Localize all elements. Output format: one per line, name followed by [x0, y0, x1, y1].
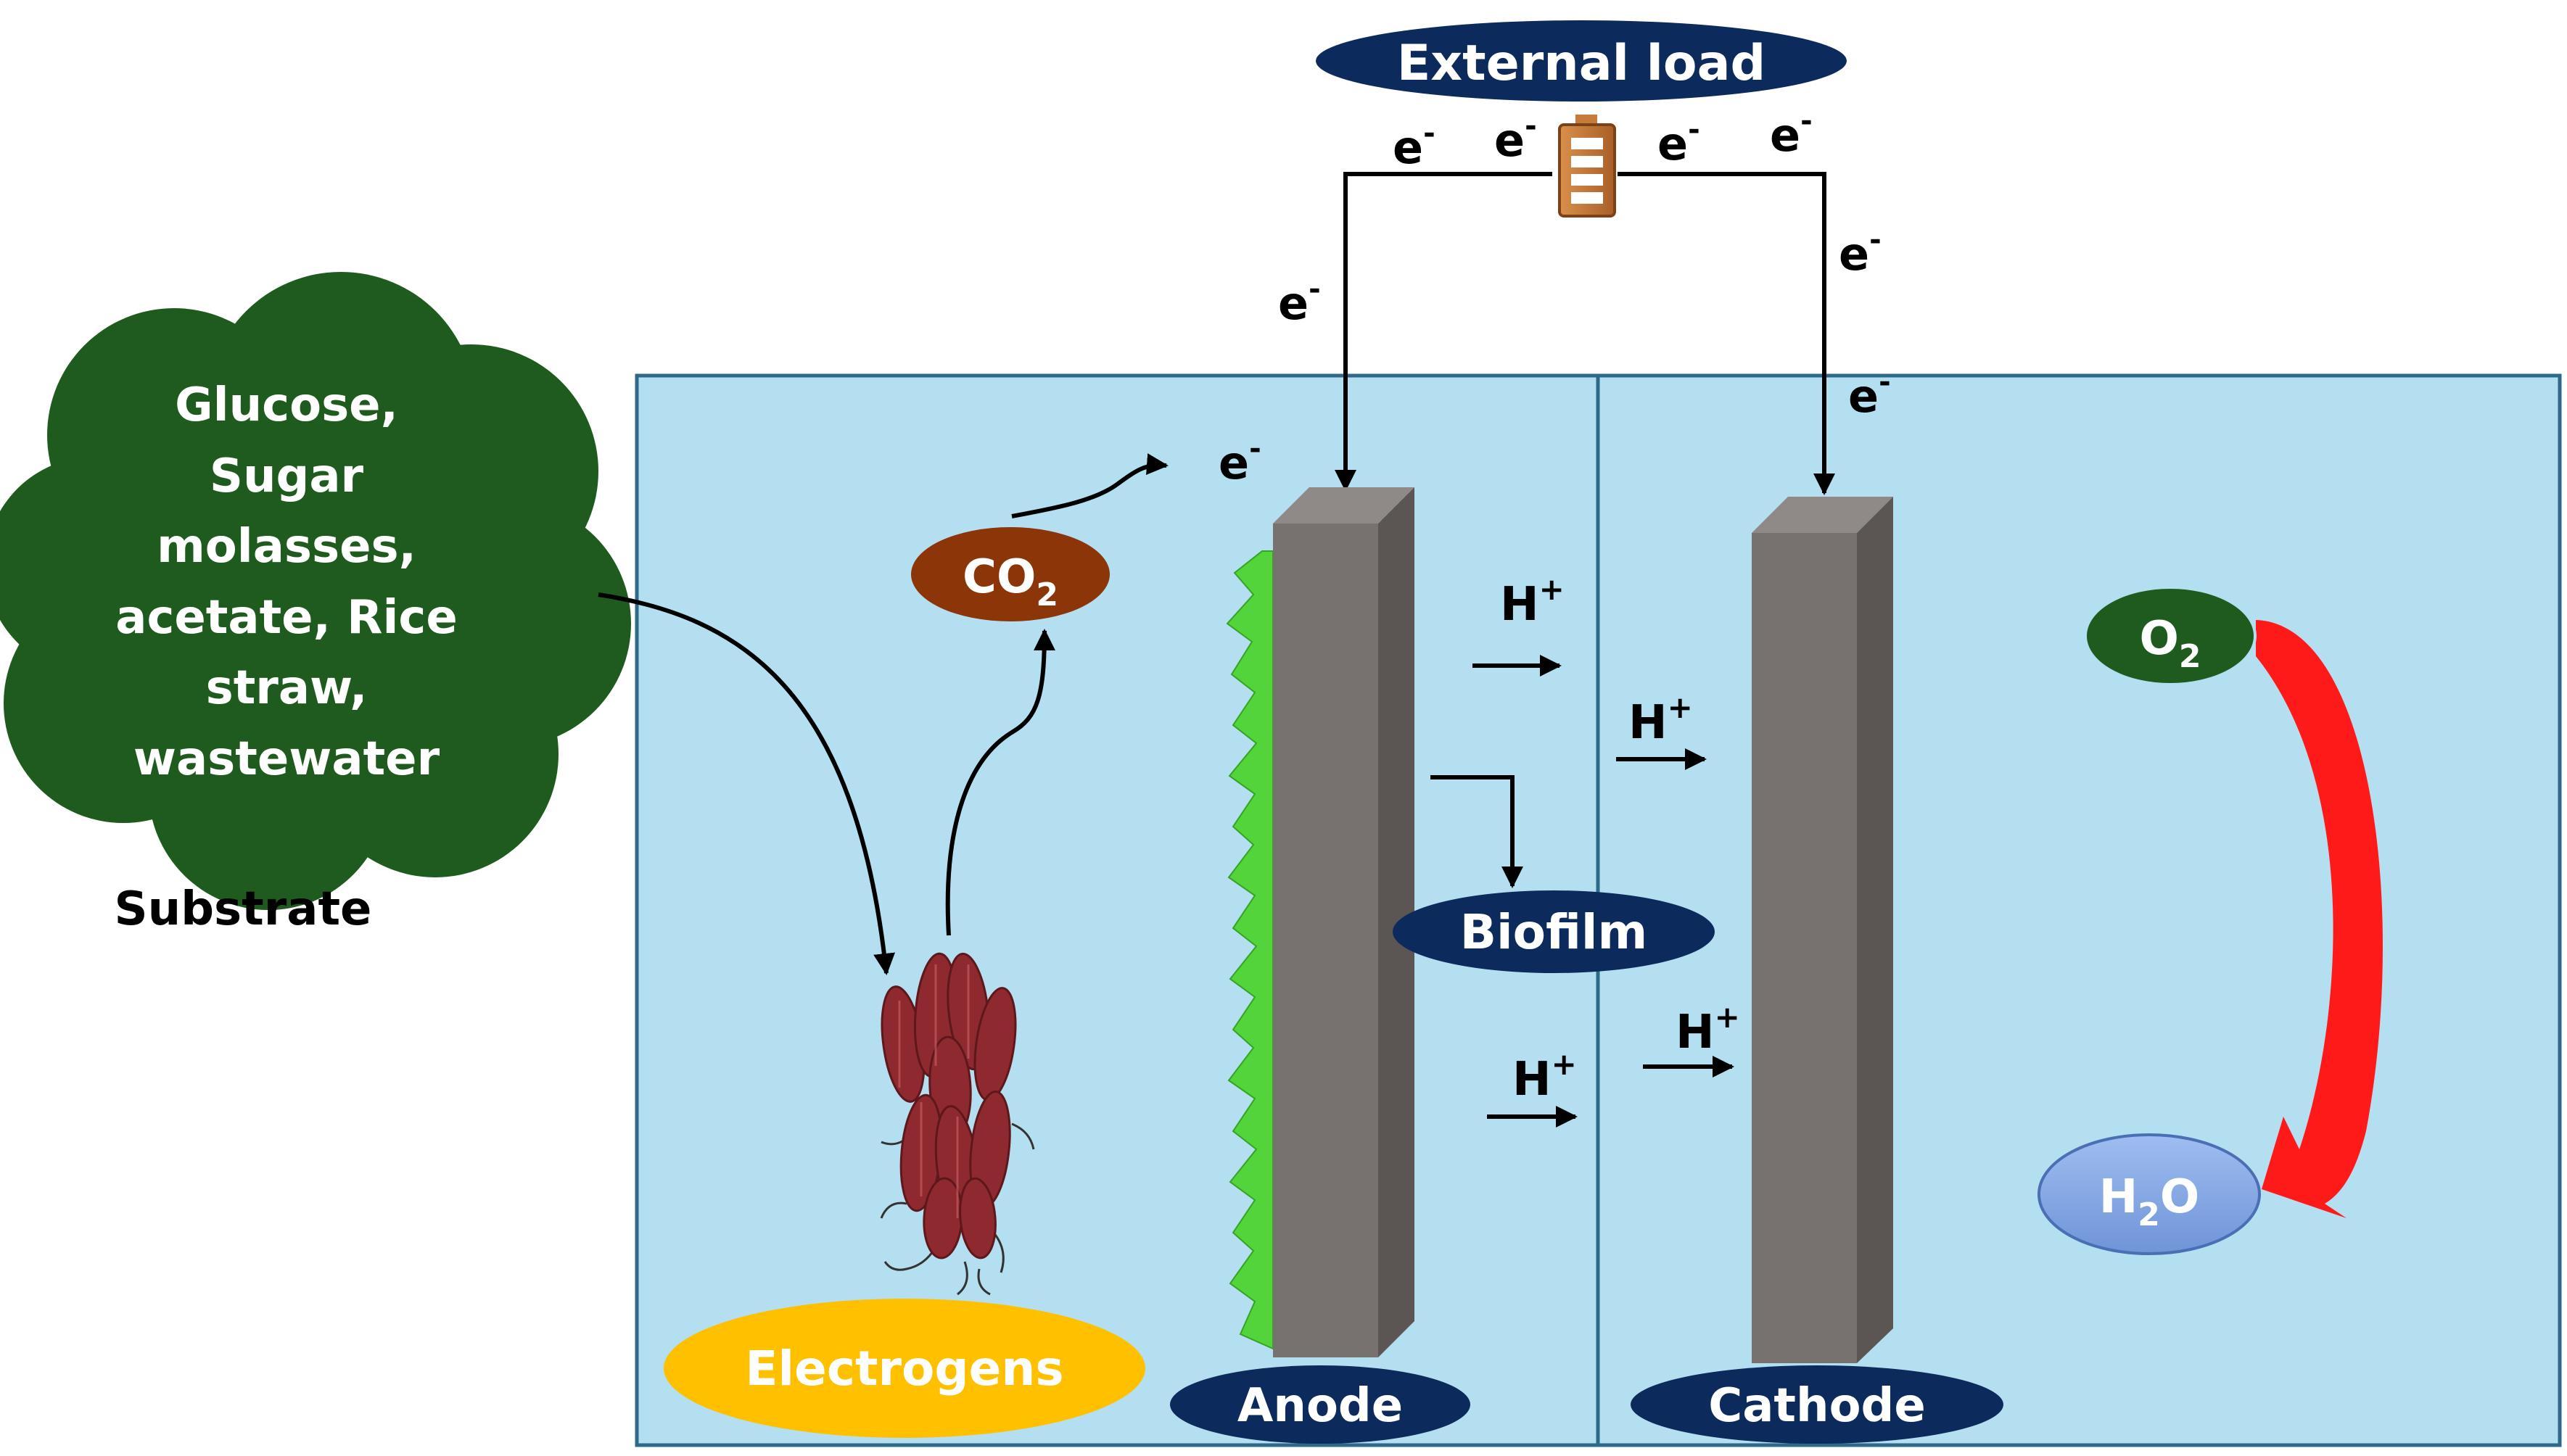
electron-labels: e- e- e- e- e- e- e- e- [1219, 104, 1891, 489]
anode-text: Anode [1237, 1379, 1403, 1433]
cathode-wire [1618, 172, 1835, 495]
substrate-to-electrogens-arrow [598, 592, 896, 975]
substrate-line: Sugar [210, 450, 364, 503]
electron-label: e- [1393, 117, 1435, 174]
anode-side [1378, 487, 1414, 1357]
proton-label: H+ [1676, 999, 1740, 1059]
bacteria-cluster-icon [880, 952, 1035, 1296]
o2-text: O2 [2139, 612, 2201, 675]
external-circuit [1335, 172, 1835, 495]
electrogens-to-co2-arrow [945, 629, 1055, 936]
biofilm-text: Biofilm [1460, 904, 1648, 960]
electron-label: e- [1494, 109, 1537, 167]
substrate-line: straw, [206, 661, 368, 715]
anode-biofilm-left [1226, 550, 1274, 1350]
electron-label: e- [1848, 365, 1891, 423]
substrate-line: acetate, Rice [115, 591, 457, 645]
substrate-text: Glucose, Sugar molasses, acetate, Rice s… [115, 379, 457, 786]
anode-electrode [1226, 487, 1414, 1357]
electron-label: e- [1839, 223, 1882, 281]
cathode-top [1752, 497, 1893, 533]
proton-label: H+ [1628, 690, 1693, 750]
co2-bubble: CO2 [911, 527, 1110, 621]
proton-label: H+ [1500, 571, 1565, 632]
substrate-line: Glucose, [175, 379, 398, 432]
water-bubble: H2O [2037, 1133, 2261, 1255]
electron-label: e- [1657, 113, 1700, 170]
o2-bubble: O2 [2084, 586, 2257, 686]
o2-to-water-arrow [2256, 620, 2383, 1218]
proton-label: H+ [1512, 1046, 1577, 1107]
cathode-chamber [1596, 373, 2562, 1447]
electron-label: e- [1219, 432, 1261, 489]
battery-icon [1558, 115, 1616, 218]
anode-wire [1335, 172, 1552, 492]
proton-migration: H+ H+ H+ H+ [1472, 571, 1740, 1128]
anode-label: Anode [1170, 1365, 1470, 1444]
electron-label: e- [1770, 104, 1813, 162]
anode-top [1273, 487, 1414, 524]
oxygen-reduction: O2 H2O [2037, 586, 2383, 1255]
co2-to-electron-arrow [1011, 453, 1169, 518]
electrogens-text: Electrogens [745, 1341, 1063, 1397]
cathode-electrode [1752, 497, 1893, 1363]
cathode-side [1857, 497, 1893, 1363]
cathode-text: Cathode [1708, 1379, 1926, 1433]
external-load-text: External load [1397, 35, 1765, 92]
substrate-cloud [0, 272, 631, 910]
external-load-label: External load [1316, 20, 1847, 102]
co2-text: CO2 [963, 550, 1058, 613]
substrate-caption: Substrate [115, 882, 372, 936]
electrogens-label: Electrogens [664, 1299, 1145, 1438]
anode-front [1273, 524, 1378, 1357]
cathode-front [1752, 533, 1857, 1363]
electron-label: e- [1278, 273, 1321, 330]
water-text: H2O [2099, 1170, 2200, 1233]
cathode-label: Cathode [1631, 1365, 2003, 1444]
biofilm-label: Biofilm [1393, 890, 1715, 973]
substrate-line: molasses, [157, 520, 416, 574]
substrate-line: wastewater [133, 732, 440, 786]
biofilm-pointer-arrow [1430, 775, 1523, 888]
